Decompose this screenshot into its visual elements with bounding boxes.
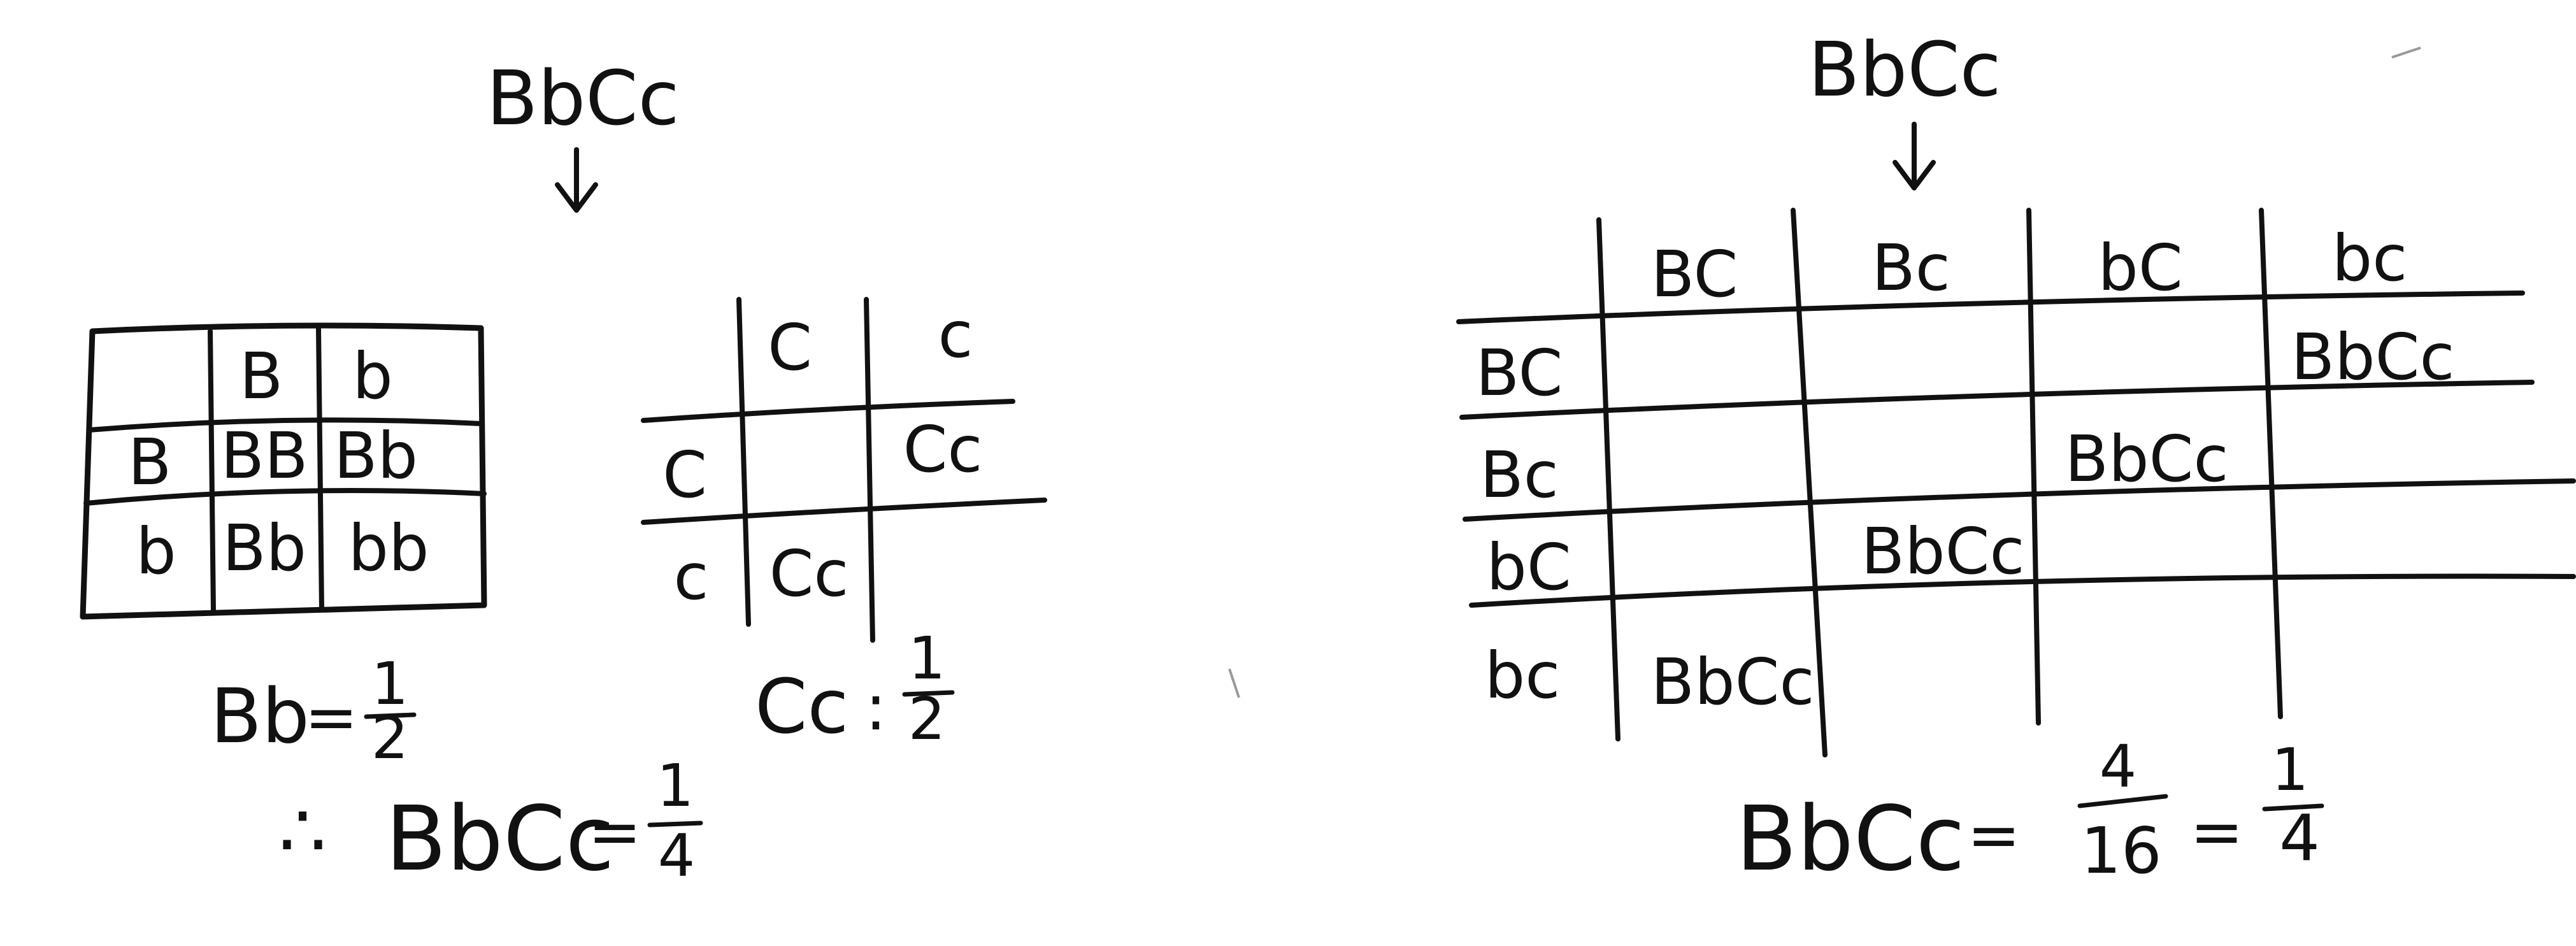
bb-cell-2-2: bb xyxy=(348,511,429,585)
cc-cell-1-2: Cc xyxy=(903,412,983,487)
dihybrid-row-header-1: BC xyxy=(1476,336,1563,410)
left-down-arrow xyxy=(555,147,598,213)
dihybrid-cell-2-3: BbCc xyxy=(2065,422,2229,496)
combined-result: ∴ BbCc = 1 4 xyxy=(278,752,703,891)
cc-punnett-square: C c C c Cc Cc xyxy=(641,297,1047,643)
dihybrid-col-header-4: bc xyxy=(2332,221,2407,296)
bb-cell-2-1: Bb xyxy=(222,511,306,585)
bb-result-numerator: 1 xyxy=(371,650,409,718)
right-down-arrow xyxy=(1893,122,1936,190)
bb-cell-1-2: Bb xyxy=(334,419,418,493)
cc-result: Cc : 1 2 xyxy=(755,624,955,753)
dihybrid-row-header-4: bc xyxy=(1485,638,1560,713)
cc-row-header-2: c xyxy=(674,540,709,614)
dihybrid-result-equals-2: = xyxy=(2190,794,2243,869)
bb-col-header-1: B xyxy=(240,339,283,413)
dihybrid-result-equals-1: = xyxy=(1967,798,2021,872)
therefore-symbol: ∴ xyxy=(278,787,326,875)
right-parent-label: BbCc xyxy=(1808,25,2001,113)
dihybrid-cell-3-2: BbCc xyxy=(1861,514,2025,589)
cc-result-numerator: 1 xyxy=(908,624,946,692)
combined-equals: = xyxy=(588,794,641,869)
combined-label: BbCc xyxy=(385,787,615,891)
dihybrid-result-label: BbCc xyxy=(1736,787,1965,891)
cc-col-header-1: C xyxy=(768,310,812,385)
left-parent-label: BbCc xyxy=(486,54,679,142)
dihybrid-result: BbCc = 4 16 = 1 4 xyxy=(1736,733,2324,891)
dihybrid-col-header-2: Bc xyxy=(1871,231,1950,305)
bb-result-equals: = xyxy=(304,680,358,754)
dihybrid-col-header-1: BC xyxy=(1651,237,1738,312)
dihybrid-result-denominator-1: 16 xyxy=(2080,813,2161,888)
dihybrid-cell-1-4: BbCc xyxy=(2291,320,2455,394)
bb-cell-1-1: BB xyxy=(220,419,308,493)
combined-denominator: 4 xyxy=(658,822,696,890)
dihybrid-result-numerator-1: 4 xyxy=(2100,733,2137,801)
bb-punnett-square: B b B b BB Bb Bb bb xyxy=(80,322,487,620)
dihybrid-result-denominator-2: 4 xyxy=(2279,801,2320,875)
cc-row-header-1: C xyxy=(662,438,707,512)
bb-row-header-1: B xyxy=(128,425,172,499)
bb-result: Bb = 1 2 xyxy=(210,650,417,772)
cc-result-colon: : xyxy=(865,670,887,745)
bb-col-header-2: b xyxy=(352,339,392,413)
bb-result-denominator: 2 xyxy=(371,704,409,772)
dihybrid-row-header-2: Bc xyxy=(1480,438,1559,512)
bb-row-header-2: b xyxy=(136,514,176,589)
cc-result-label: Cc xyxy=(755,663,848,750)
cc-col-header-2: c xyxy=(938,297,973,372)
dihybrid-row-header-3: bC xyxy=(1486,530,1571,605)
dihybrid-cell-4-1: BbCc xyxy=(1651,645,1815,719)
cc-cell-2-1: Cc xyxy=(769,536,849,611)
bb-result-label: Bb xyxy=(210,672,310,760)
dihybrid-punnett-square: BC Bc bC bc BC Bc bC bc BbCc BbCc BbCc B… xyxy=(1456,208,2576,757)
dihybrid-col-header-3: bC xyxy=(2098,231,2182,305)
combined-numerator: 1 xyxy=(657,752,694,820)
cc-result-denominator: 2 xyxy=(908,685,946,753)
stray-marks xyxy=(1228,47,2421,698)
dihybrid-result-numerator-2: 1 xyxy=(2272,736,2309,804)
